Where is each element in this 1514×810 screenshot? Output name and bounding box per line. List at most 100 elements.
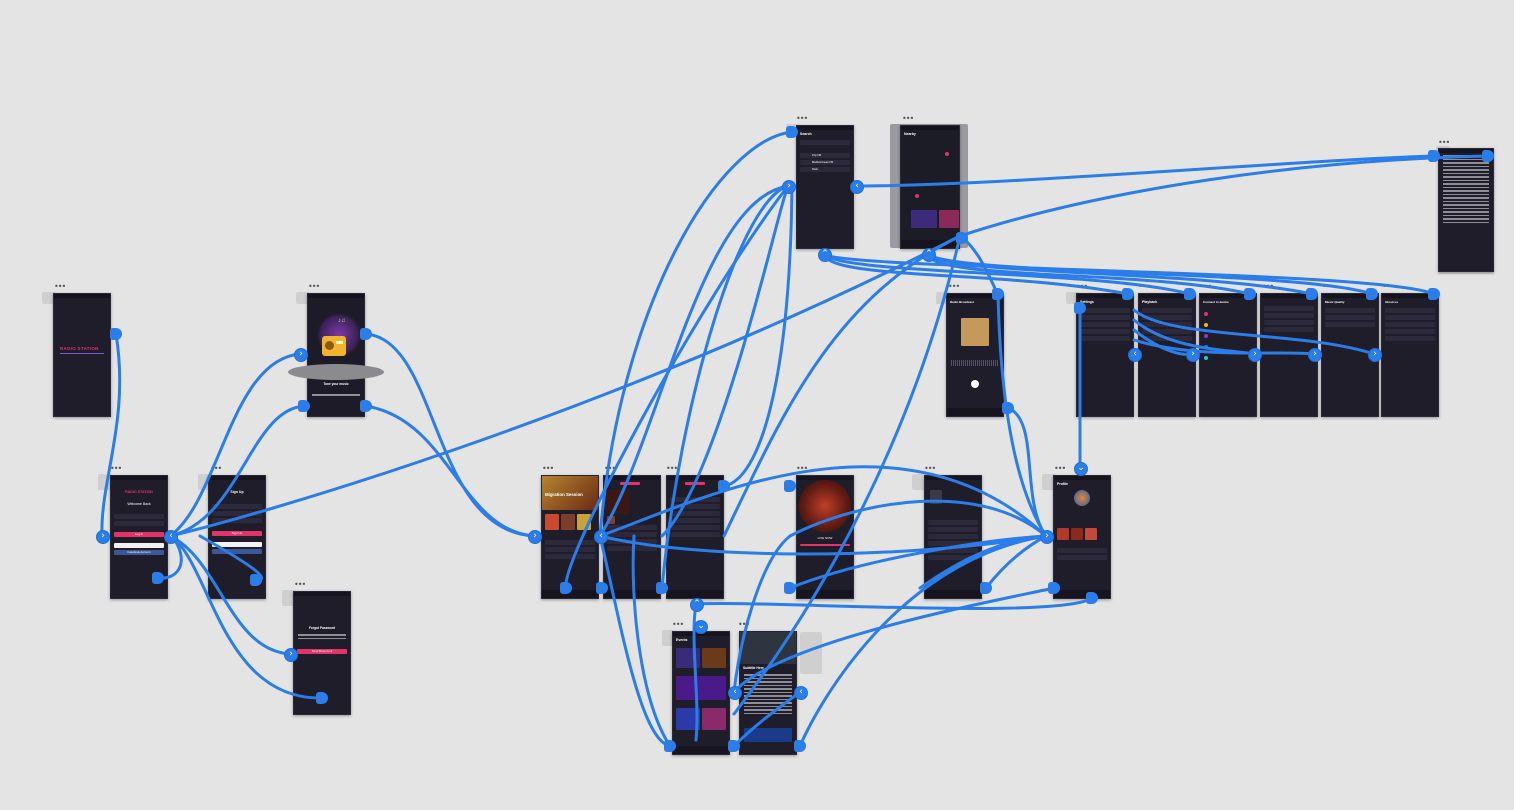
search-input[interactable] bbox=[800, 140, 850, 145]
link-handle[interactable] bbox=[664, 740, 676, 752]
link-handle[interactable] bbox=[980, 582, 992, 594]
reset-button[interactable]: Send Reset Link bbox=[297, 649, 347, 654]
artboard-map[interactable]: Nearby bbox=[900, 125, 960, 249]
link-handle[interactable] bbox=[152, 572, 164, 584]
chevron-right-icon[interactable]: › bbox=[1248, 348, 1262, 362]
artboard-signup[interactable]: Sign Up Sign Up bbox=[208, 475, 266, 599]
search-result[interactable]: Pop FM bbox=[800, 153, 850, 158]
link-handle[interactable] bbox=[316, 692, 328, 704]
chevron-up-icon[interactable]: ⌃ bbox=[818, 248, 832, 262]
link-handle[interactable] bbox=[1074, 302, 1086, 314]
link-handle[interactable] bbox=[1086, 592, 1098, 604]
facebook-button[interactable] bbox=[212, 549, 262, 554]
link-handle[interactable] bbox=[596, 582, 608, 594]
link-handle[interactable] bbox=[992, 288, 1004, 300]
link-handle[interactable] bbox=[250, 574, 262, 586]
artboard-player[interactable]: Radio Broadcast bbox=[946, 293, 1004, 417]
artboard-radio-list[interactable] bbox=[603, 475, 661, 599]
link-handle[interactable] bbox=[784, 480, 796, 492]
chevron-left-icon[interactable]: ‹ bbox=[794, 686, 808, 700]
artboard-menu-icon[interactable]: ••• bbox=[54, 282, 66, 291]
google-button[interactable] bbox=[114, 543, 164, 548]
link-handle[interactable] bbox=[956, 232, 968, 244]
link-handle[interactable] bbox=[1428, 288, 1440, 300]
artboard-menu-icon[interactable]: ••• bbox=[672, 620, 684, 629]
link-handle[interactable] bbox=[560, 582, 572, 594]
chevron-left-icon[interactable]: ‹ bbox=[850, 180, 864, 194]
name-field[interactable] bbox=[212, 504, 262, 509]
artboard-menu-icon[interactable]: ••• bbox=[604, 464, 616, 473]
link-handle[interactable] bbox=[1366, 288, 1378, 300]
chevron-right-icon[interactable]: › bbox=[294, 348, 308, 362]
login-button[interactable]: Log In bbox=[114, 532, 164, 537]
chevron-up-icon[interactable]: ⌃ bbox=[922, 248, 936, 262]
link-handle[interactable] bbox=[1306, 288, 1318, 300]
artboard-menu-icon[interactable]: ••• bbox=[110, 464, 122, 473]
link-handle[interactable] bbox=[1428, 150, 1440, 162]
link-handle[interactable] bbox=[110, 328, 122, 340]
artboard-recent[interactable] bbox=[924, 475, 982, 599]
artboard-onboarding[interactable]: ♪♫ Tune your music bbox=[288, 293, 384, 417]
chevron-down-icon[interactable]: ⌄ bbox=[694, 620, 708, 634]
artboard-splash[interactable]: RADIO STATION bbox=[53, 293, 111, 417]
artboard-menu-icon[interactable]: ••• bbox=[308, 282, 320, 291]
link-handle[interactable] bbox=[718, 480, 730, 492]
artboard-menu-icon[interactable]: ••• bbox=[294, 580, 306, 589]
email-field[interactable] bbox=[114, 514, 164, 519]
avatar[interactable] bbox=[1074, 490, 1090, 506]
signup-button[interactable]: Sign Up bbox=[212, 531, 262, 536]
play-button[interactable] bbox=[971, 380, 979, 388]
link-handle[interactable] bbox=[728, 740, 740, 752]
search-result[interactable]: Rock bbox=[800, 167, 850, 172]
artboard-menu-icon[interactable]: ••• bbox=[210, 464, 222, 473]
artboard-menu-icon[interactable]: ••• bbox=[666, 464, 678, 473]
artboard-about-text[interactable] bbox=[1438, 148, 1494, 272]
link-handle[interactable] bbox=[784, 582, 796, 594]
chevron-right-icon[interactable]: › bbox=[1368, 348, 1382, 362]
artboard-menu-icon[interactable]: ••• bbox=[948, 282, 960, 291]
link-handle[interactable] bbox=[794, 740, 806, 752]
chevron-right-icon[interactable]: › bbox=[284, 648, 298, 662]
email-field[interactable] bbox=[212, 511, 262, 516]
password-field[interactable] bbox=[212, 518, 262, 523]
link-handle[interactable] bbox=[1184, 288, 1196, 300]
chevron-right-icon[interactable]: › bbox=[96, 530, 110, 544]
link-handle[interactable] bbox=[1002, 402, 1014, 414]
artboard-menu-icon[interactable]: ••• bbox=[796, 464, 808, 473]
search-result[interactable]: Mediterranean FM bbox=[800, 160, 850, 165]
google-button[interactable] bbox=[212, 542, 262, 547]
artboard-menu-icon[interactable]: ••• bbox=[1054, 464, 1066, 473]
link-handle[interactable] bbox=[1048, 582, 1060, 594]
link-handle[interactable] bbox=[298, 400, 310, 412]
chevron-left-icon[interactable]: ‹ bbox=[728, 686, 742, 700]
link-handle[interactable] bbox=[360, 328, 372, 340]
chevron-right-icon[interactable]: › bbox=[1308, 348, 1322, 362]
password-field[interactable] bbox=[114, 521, 164, 526]
chevron-down-icon[interactable]: ⌄ bbox=[1074, 462, 1088, 476]
artboard-radio-list[interactable] bbox=[666, 475, 724, 599]
artboard-menu-icon[interactable]: ••• bbox=[796, 114, 808, 123]
chevron-left-icon[interactable]: ‹ bbox=[1128, 348, 1142, 362]
chevron-up-icon[interactable]: ⌃ bbox=[690, 598, 704, 612]
link-handle[interactable] bbox=[656, 582, 668, 594]
link-handle[interactable] bbox=[360, 400, 372, 412]
artboard-menu-icon[interactable]: ••• bbox=[1438, 138, 1450, 147]
facebook-button[interactable]: Facebook Account bbox=[114, 550, 164, 555]
artboard-home[interactable]: Migration Session bbox=[541, 475, 599, 599]
artboard-settings[interactable]: Settings bbox=[1076, 293, 1134, 417]
chevron-right-icon[interactable]: › bbox=[782, 180, 796, 194]
artboard-live[interactable]: LIVE NOW bbox=[796, 475, 854, 599]
artboard-search[interactable]: Search Pop FM Mediterranean FM Rock bbox=[796, 125, 854, 249]
chevron-left-icon[interactable]: ‹ bbox=[594, 530, 608, 544]
link-handle[interactable] bbox=[786, 126, 798, 138]
chevron-right-icon[interactable]: › bbox=[1040, 530, 1054, 544]
artboard-menu-icon[interactable]: ••• bbox=[924, 464, 936, 473]
artboard-menu-icon[interactable]: ••• bbox=[738, 620, 750, 629]
link-handle[interactable] bbox=[1482, 150, 1494, 162]
link-handle[interactable] bbox=[1244, 288, 1256, 300]
artboard-menu-icon[interactable]: ••• bbox=[902, 114, 914, 123]
chevron-right-icon[interactable]: › bbox=[1186, 348, 1200, 362]
chevron-right-icon[interactable]: › bbox=[528, 530, 542, 544]
link-handle[interactable] bbox=[1122, 288, 1134, 300]
